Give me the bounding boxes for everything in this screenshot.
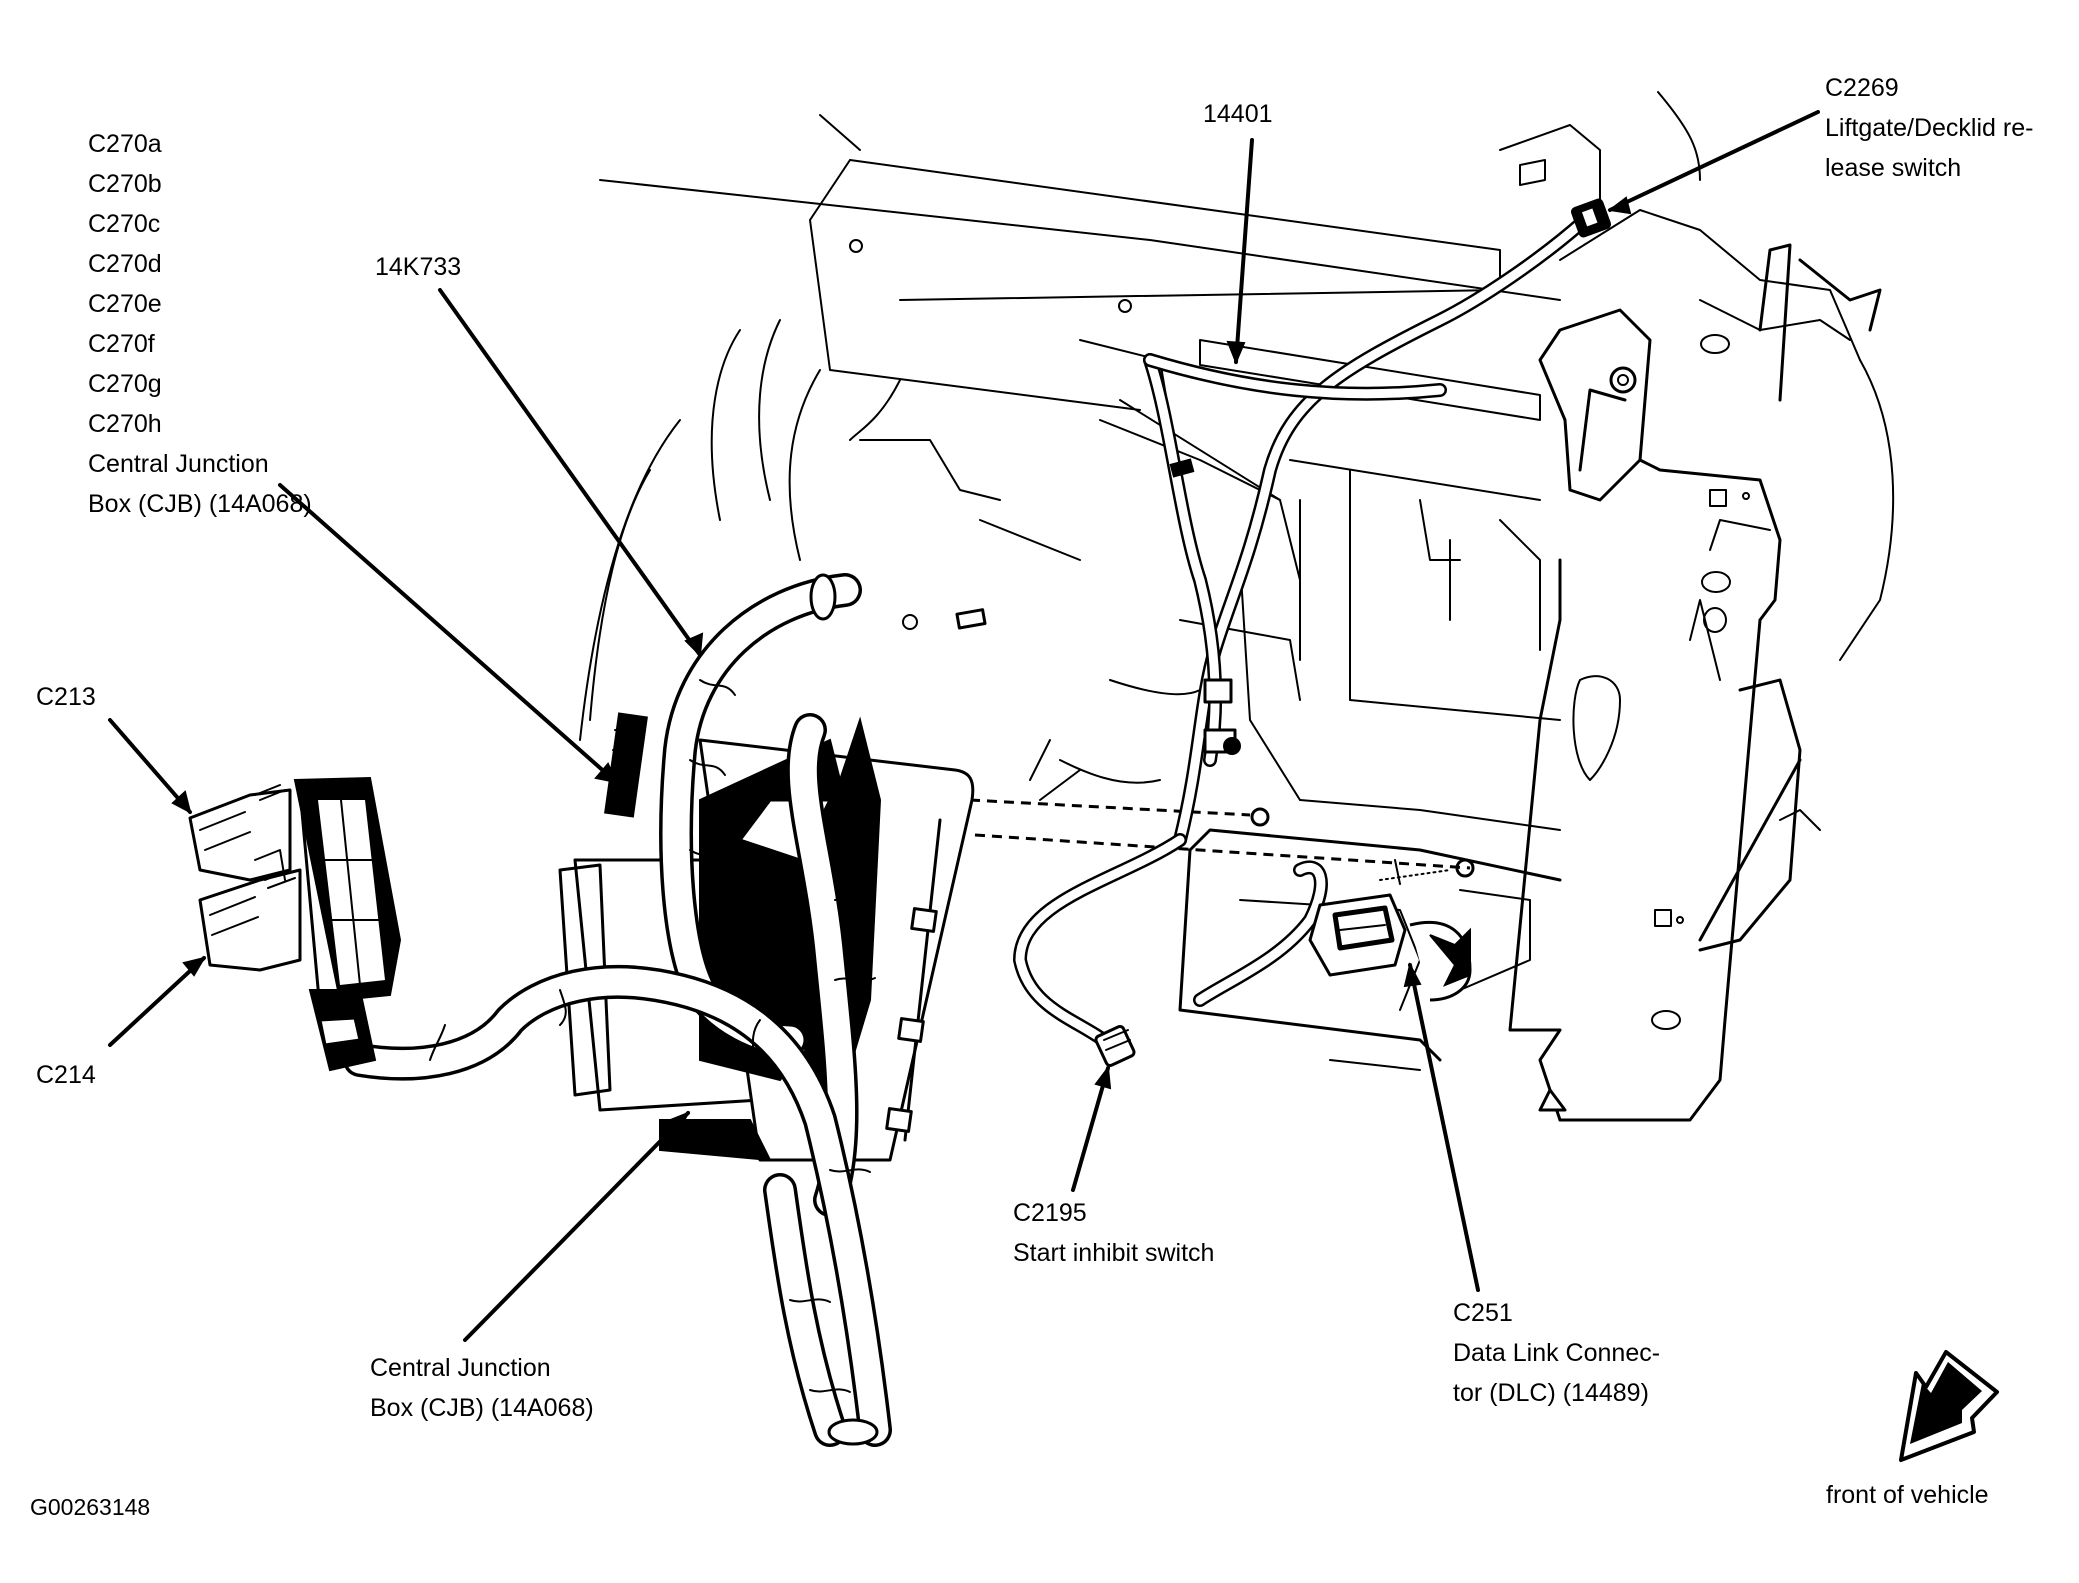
c213-c214-connectors bbox=[188, 776, 402, 1072]
label-c270e: C270e bbox=[88, 290, 162, 318]
leader-c2195 bbox=[1071, 1066, 1110, 1192]
label-front-of-vehicle: front of vehicle bbox=[1826, 1481, 1989, 1509]
label-c251-block: C251 Data Link Connec- tor (DLC) (14489) bbox=[1453, 1301, 1660, 1421]
c2195-connector bbox=[1094, 1024, 1136, 1068]
label-c270h: C270h bbox=[88, 410, 162, 438]
instrument-panel-structure bbox=[579, 91, 1895, 1122]
leader-c270-cjb bbox=[278, 483, 618, 784]
label-c270b: C270b bbox=[88, 170, 162, 198]
alignment-dashed-lines bbox=[969, 798, 1471, 870]
label-cjb-bottom-block: Central Junction Box (CJB) (14A068) bbox=[370, 1356, 594, 1436]
label-c251-desc-line2: tor (DLC) (14489) bbox=[1453, 1379, 1649, 1407]
label-c251: C251 bbox=[1453, 1299, 1513, 1327]
label-cjb-bottom-line1: Central Junction bbox=[370, 1354, 551, 1382]
label-14k733: 14K733 bbox=[375, 253, 462, 281]
label-c213: C213 bbox=[36, 683, 96, 711]
label-c270g: C270g bbox=[88, 370, 162, 398]
label-c270-list: C270a C270b C270c C270d C270e C270f C270… bbox=[88, 132, 312, 532]
leader-c251 bbox=[1408, 963, 1480, 1292]
c251-dlc-connector bbox=[1308, 893, 1472, 1002]
label-c270f: C270f bbox=[88, 330, 155, 358]
label-cjb-top-line1: Central Junction bbox=[88, 450, 269, 478]
c2269-connector bbox=[1570, 198, 1612, 238]
figure-id: G00263148 bbox=[30, 1494, 151, 1520]
label-c2269-block: C2269 Liftgate/Decklid re- lease switch bbox=[1825, 76, 2033, 196]
leader-cjb-bottom bbox=[463, 1111, 690, 1342]
label-c2195: C2195 bbox=[1013, 1199, 1087, 1227]
harness-14k733 bbox=[343, 573, 892, 1447]
leader-14401 bbox=[1234, 138, 1254, 364]
leader-c214 bbox=[108, 956, 206, 1047]
label-c270a: C270a bbox=[88, 130, 162, 158]
leader-lines bbox=[108, 110, 1820, 1342]
label-c214: C214 bbox=[36, 1061, 96, 1089]
label-14401: 14401 bbox=[1203, 100, 1273, 128]
label-c2195-block: C2195 Start inhibit switch bbox=[1013, 1201, 1214, 1281]
label-c2269-desc-line1: Liftgate/Decklid re- bbox=[1825, 114, 2034, 142]
leader-14k733 bbox=[438, 288, 702, 657]
front-of-vehicle-arrow-icon bbox=[1899, 1350, 1999, 1462]
leader-c213 bbox=[108, 718, 192, 814]
harness-14401 bbox=[1013, 213, 1592, 1052]
label-c2195-desc: Start inhibit switch bbox=[1013, 1239, 1215, 1267]
central-junction-box bbox=[558, 712, 975, 1162]
label-c270c: C270c bbox=[88, 210, 161, 238]
label-cjb-bottom-line2: Box (CJB) (14A068) bbox=[370, 1394, 594, 1422]
label-c251-desc-line1: Data Link Connec- bbox=[1453, 1339, 1661, 1367]
label-c2269: C2269 bbox=[1825, 74, 1899, 102]
label-c270d: C270d bbox=[88, 250, 162, 278]
label-c2269-desc-line2: lease switch bbox=[1825, 154, 1962, 182]
label-cjb-top-line2: Box (CJB) (14A068) bbox=[88, 490, 312, 518]
leader-c2269 bbox=[1608, 110, 1820, 212]
